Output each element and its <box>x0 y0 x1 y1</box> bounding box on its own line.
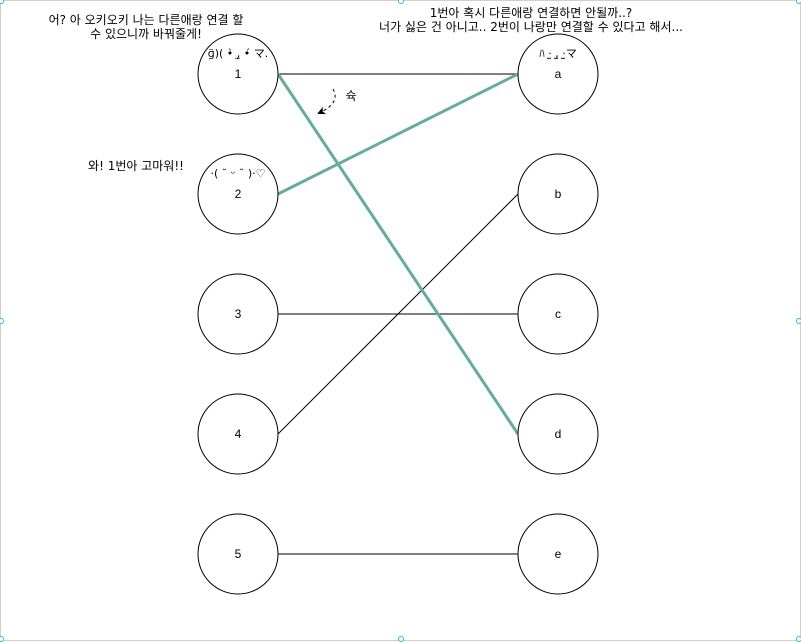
edge-1-d[interactable] <box>276 73 520 435</box>
node-b-label: b <box>555 187 562 201</box>
canvas-handle-mid-left[interactable] <box>0 318 4 324</box>
canvas-handle-top-center[interactable] <box>398 0 404 4</box>
node-5-label: 5 <box>235 547 242 561</box>
node-1-circle[interactable] <box>197 33 279 115</box>
node-d-circle[interactable] <box>517 393 599 475</box>
node-c-label: c <box>555 307 561 321</box>
swoosh-label: 슉 <box>345 89 357 103</box>
node-d-label: d <box>555 427 562 441</box>
canvas-handle-bottom-center[interactable] <box>398 636 404 642</box>
annotation-top-left-line1: 어? 아 오키오키 나는 다른애랑 연결 할 <box>48 13 244 27</box>
canvas-handle-bottom-right[interactable] <box>796 636 801 642</box>
annotation-top-right-line1: 1번아 혹시 다른애랑 연결하면 안될까..? <box>429 6 633 20</box>
edge-4-b[interactable] <box>277 193 519 435</box>
node-3-circle[interactable] <box>197 273 279 355</box>
node-1-label: 1 <box>235 67 242 81</box>
node-4-circle[interactable] <box>197 393 279 475</box>
node-5-circle[interactable] <box>197 513 279 595</box>
node-1[interactable]: 1 ɡ̈)( •̀ ,̫ •́ マ. <box>197 33 279 115</box>
node-e-label: e <box>555 547 562 561</box>
canvas-handle-top-left[interactable] <box>0 0 4 4</box>
node-a-circle[interactable] <box>517 33 599 115</box>
swap-arrow <box>317 88 336 115</box>
node-c[interactable]: c <box>517 273 599 355</box>
canvas-handle-top-right[interactable] <box>796 0 801 4</box>
node-a-face-emoticon: ﾊ ·̫ ,̫ ·̫マ <box>539 47 576 60</box>
node-3-label: 3 <box>235 307 242 321</box>
edge-2-a[interactable] <box>277 72 519 196</box>
node-a-label: a <box>555 67 562 81</box>
node-2[interactable]: 2 ·( ˘ ᵕ ˘ )·♡ <box>197 153 279 235</box>
node-e[interactable]: e <box>517 513 599 595</box>
annotation-top-right-line2: 너가 싫은 건 아니고.. 2번이 나랑만 연결할 수 있다고 해서... <box>379 20 683 34</box>
node-2-label: 2 <box>235 187 242 201</box>
annotation-top-left: 어? 아 오키오키 나는 다른애랑 연결 할 수 있으니까 바꿔줄게! <box>31 13 261 41</box>
node-c-circle[interactable] <box>517 273 599 355</box>
annotation-top-left-line2: 수 있으니까 바꿔줄게! <box>90 27 202 41</box>
node-2-circle[interactable] <box>197 153 279 235</box>
node-e-circle[interactable] <box>517 513 599 595</box>
node-b[interactable]: b <box>517 153 599 235</box>
node-b-circle[interactable] <box>517 153 599 235</box>
node-d[interactable]: d <box>517 393 599 475</box>
node-1-face-emoticon: ɡ̈)( •̀ ,̫ •́ マ. <box>208 47 269 60</box>
node-4[interactable]: 4 <box>197 393 279 475</box>
node-2-face-emoticon: ·( ˘ ᵕ ˘ )·♡ <box>211 167 266 180</box>
node-4-label: 4 <box>235 427 242 441</box>
annotation-top-right: 1번아 혹시 다른애랑 연결하면 안될까..? 너가 싫은 건 아니고.. 2번… <box>341 6 721 34</box>
node-5[interactable]: 5 <box>197 513 279 595</box>
annotation-mid-left: 와! 1번아 고마워!! <box>88 159 184 173</box>
node-a[interactable]: a ﾊ ·̫ ,̫ ·̫マ <box>517 33 599 115</box>
node-3[interactable]: 3 <box>197 273 279 355</box>
canvas-handle-mid-right[interactable] <box>796 318 801 324</box>
